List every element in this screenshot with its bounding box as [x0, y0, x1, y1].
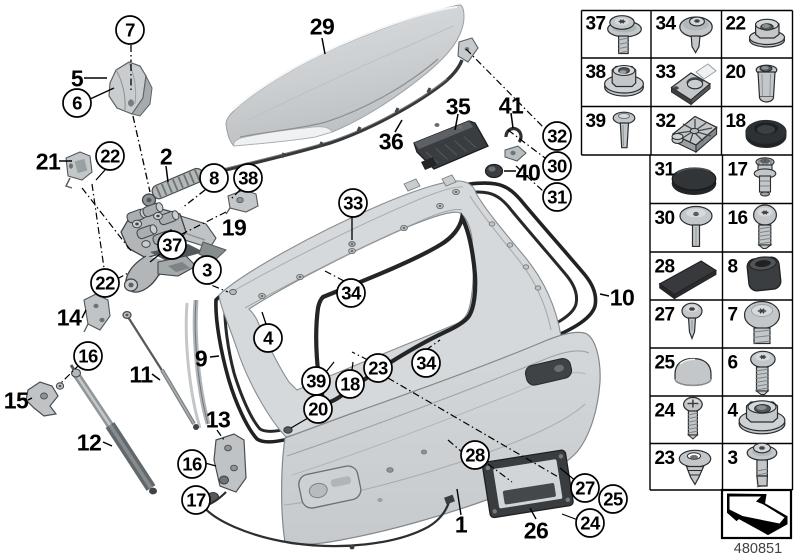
svg-text:29: 29 — [310, 13, 335, 39]
svg-text:480851: 480851 — [734, 541, 782, 557]
svg-text:17: 17 — [728, 160, 748, 181]
svg-text:16: 16 — [728, 208, 748, 229]
svg-text:25: 25 — [603, 488, 623, 509]
svg-text:20: 20 — [726, 62, 746, 83]
svg-text:9: 9 — [195, 345, 207, 371]
svg-text:22: 22 — [726, 14, 746, 35]
svg-text:13: 13 — [206, 406, 231, 432]
svg-text:4: 4 — [728, 401, 739, 422]
svg-text:24: 24 — [655, 401, 676, 422]
svg-text:19: 19 — [222, 214, 247, 240]
svg-text:27: 27 — [655, 305, 675, 326]
svg-text:34: 34 — [416, 352, 437, 373]
svg-text:1: 1 — [455, 511, 468, 537]
svg-text:38: 38 — [586, 62, 606, 83]
svg-text:20: 20 — [308, 398, 328, 419]
svg-text:32: 32 — [656, 111, 676, 132]
svg-text:31: 31 — [655, 160, 676, 181]
svg-text:30: 30 — [547, 155, 567, 176]
svg-text:8: 8 — [209, 167, 219, 188]
svg-text:39: 39 — [306, 370, 326, 391]
svg-text:8: 8 — [728, 257, 738, 278]
svg-text:4: 4 — [263, 327, 274, 348]
svg-text:3: 3 — [202, 259, 212, 280]
svg-text:23: 23 — [655, 448, 675, 469]
svg-text:30: 30 — [655, 208, 675, 229]
svg-text:39: 39 — [586, 111, 606, 132]
svg-text:25: 25 — [655, 353, 676, 374]
svg-text:28: 28 — [655, 257, 675, 278]
svg-text:37: 37 — [162, 234, 182, 255]
svg-text:22: 22 — [100, 145, 120, 166]
svg-text:11: 11 — [129, 361, 153, 387]
svg-text:38: 38 — [238, 167, 258, 188]
svg-text:7: 7 — [728, 305, 738, 326]
svg-text:6: 6 — [728, 353, 738, 374]
svg-text:18: 18 — [726, 111, 746, 132]
svg-text:15: 15 — [4, 387, 29, 413]
svg-text:31: 31 — [547, 186, 567, 207]
svg-text:40: 40 — [516, 159, 541, 185]
svg-text:26: 26 — [524, 517, 549, 543]
svg-text:23: 23 — [368, 357, 388, 378]
svg-text:24: 24 — [580, 512, 601, 533]
svg-text:16: 16 — [182, 453, 202, 474]
svg-text:35: 35 — [446, 93, 471, 119]
svg-text:14: 14 — [57, 304, 82, 330]
svg-text:37: 37 — [586, 14, 606, 35]
svg-text:41: 41 — [499, 92, 524, 118]
svg-text:18: 18 — [340, 373, 360, 394]
svg-text:16: 16 — [78, 345, 98, 366]
svg-text:36: 36 — [379, 128, 404, 154]
svg-text:2: 2 — [160, 143, 172, 169]
svg-text:5: 5 — [71, 65, 84, 91]
svg-text:27: 27 — [575, 477, 595, 498]
svg-text:12: 12 — [77, 429, 102, 455]
svg-text:21: 21 — [36, 148, 61, 174]
svg-text:22: 22 — [95, 272, 115, 293]
svg-text:7: 7 — [125, 19, 135, 40]
svg-text:32: 32 — [547, 125, 567, 146]
svg-text:34: 34 — [341, 282, 362, 303]
svg-text:6: 6 — [72, 92, 82, 113]
svg-text:33: 33 — [656, 62, 676, 83]
svg-text:33: 33 — [343, 192, 363, 213]
svg-text:10: 10 — [610, 284, 635, 310]
svg-text:34: 34 — [656, 14, 677, 35]
svg-text:17: 17 — [186, 489, 206, 510]
svg-text:28: 28 — [465, 444, 485, 465]
svg-text:3: 3 — [728, 448, 738, 469]
